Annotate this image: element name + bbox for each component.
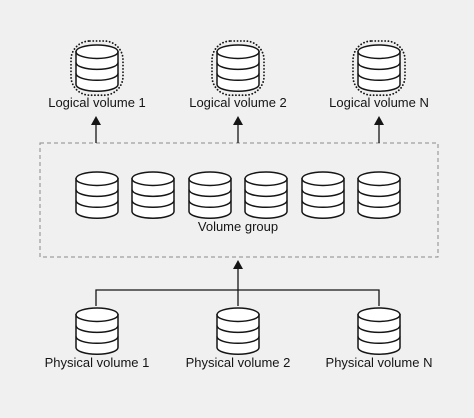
disk-stack-icon [216, 307, 260, 355]
volume-group-box [39, 142, 439, 258]
physical-volume-label: Physical volume 2 [185, 355, 291, 370]
disk-stack-icon [75, 307, 119, 355]
dotted-outline [70, 40, 124, 97]
disk-stack-icon [75, 171, 119, 219]
volume-group-label: Volume group [197, 219, 279, 234]
physical-volume-label: Physical volume N [325, 355, 433, 370]
disk-stack-icon [301, 171, 345, 219]
disk-stack-icon [357, 171, 401, 219]
disk-stack-icon [211, 40, 265, 97]
physical-volume-label: Physical volume 1 [44, 355, 150, 370]
dotted-outline [352, 40, 406, 97]
disk-stack-icon [188, 171, 232, 219]
arrow-up-icon [233, 260, 243, 269]
lv-arrows [91, 116, 384, 143]
arrow-up-icon [374, 116, 384, 143]
logical-volume-label: Logical volume 2 [189, 95, 287, 110]
dotted-outline [211, 40, 265, 97]
disk-stack-icon [357, 307, 401, 355]
disk-stack-icon [131, 171, 175, 219]
disk-stack-icon [70, 40, 124, 97]
disk-stack-icon [352, 40, 406, 97]
logical-volume-label: Logical volume 1 [48, 95, 146, 110]
pv-connector [95, 260, 380, 306]
disk-stack-icon [244, 171, 288, 219]
arrow-up-icon [233, 116, 243, 143]
arrow-up-icon [91, 116, 101, 143]
logical-volume-label: Logical volume N [329, 95, 429, 110]
